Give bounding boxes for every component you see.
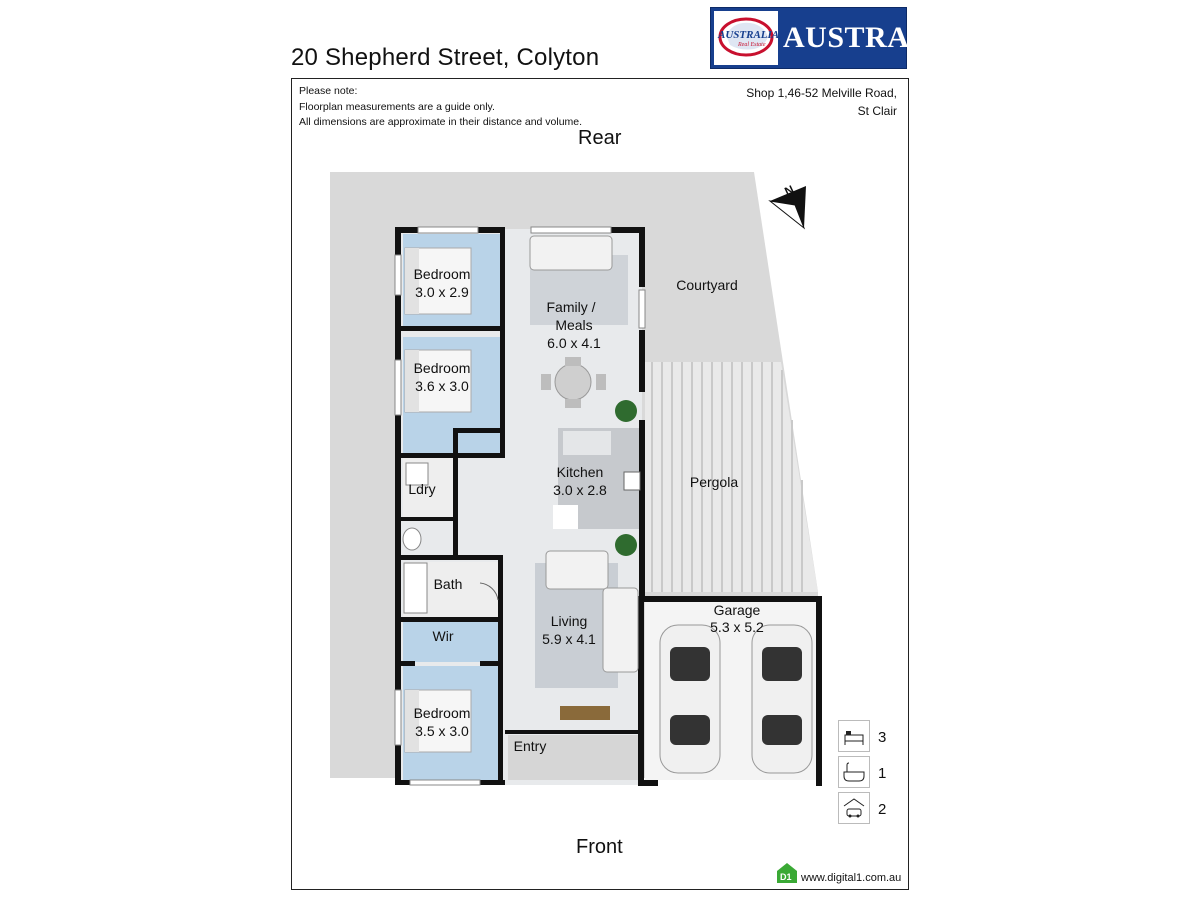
- website-link[interactable]: www.digital1.com.au: [801, 872, 902, 884]
- bed-furniture: [404, 247, 472, 753]
- windows: [394, 226, 646, 786]
- logo-wordmark: AUSTRALIAN: [783, 21, 987, 54]
- bedroom-2-name: Bedroom: [414, 360, 471, 376]
- logo-badge-subtext: Real Estate: [738, 42, 766, 48]
- fridge-space: [553, 505, 578, 529]
- logo-map-icon: [718, 17, 774, 57]
- car-icon: [838, 792, 870, 824]
- note-line-1: Please note:: [299, 85, 358, 97]
- property-address: 20 Shepherd Street, Colyton: [291, 44, 600, 71]
- family-size: 6.0 x 4.1: [547, 335, 601, 351]
- sofas: [529, 235, 639, 673]
- family-name-1: Family /: [547, 299, 596, 315]
- courtyard-label: Courtyard: [676, 277, 737, 293]
- entry-label: Entry: [514, 738, 547, 754]
- bedroom-2-size: 3.6 x 3.0: [415, 378, 469, 394]
- agency-address: Shop 1,46-52 Melville Road, St Clair: [746, 84, 897, 120]
- wir-floor: [403, 622, 500, 662]
- bedroom-3-size: 3.5 x 3.0: [415, 723, 469, 739]
- entry-floor: [508, 735, 638, 780]
- agency-address-line-2: St Clair: [857, 104, 897, 118]
- garage-name: Garage: [714, 602, 761, 618]
- bedroom-1-size: 3.0 x 2.9: [415, 284, 469, 300]
- bedroom-count: 3: [878, 729, 887, 746]
- kitchen-island: [563, 431, 611, 455]
- front-label: Front: [576, 836, 623, 858]
- note-line-3: All dimensions are approximate in their …: [299, 116, 583, 128]
- wir-label: Wir: [433, 628, 454, 644]
- bathroom-count: 1: [878, 765, 887, 782]
- logo-badge-text: AUSTRALIAN: [718, 29, 788, 41]
- digital1-logo: D1: [776, 862, 798, 884]
- rear-label: Rear: [578, 127, 622, 149]
- pergola-label: Pergola: [690, 474, 738, 490]
- agency-logo: AUSTRALIAN Real Estate AUSTRALIAN: [710, 7, 986, 69]
- bed-icon: [838, 720, 870, 752]
- pergola-area: [645, 362, 818, 592]
- north-arrow-icon: N: [768, 182, 806, 230]
- digital1-logo-text: D1: [780, 872, 792, 882]
- dining-table: [541, 357, 606, 408]
- kitchen-name: Kitchen: [557, 464, 604, 480]
- disclaimer-note: Please note: Floorplan measurements are …: [299, 84, 582, 131]
- plan-frame: [291, 78, 909, 890]
- living-size: 5.9 x 4.1: [542, 631, 596, 647]
- walls: [395, 227, 822, 786]
- garage-size: 5.3 x 5.2: [710, 619, 764, 635]
- bath-fixtures: [402, 462, 499, 614]
- bedroom-1-name: Bedroom: [414, 266, 471, 282]
- laundry-label: Ldry: [408, 481, 435, 497]
- agency-address-line-1: Shop 1,46-52 Melville Road,: [746, 86, 897, 100]
- living-name: Living: [551, 613, 588, 629]
- garage-count: 2: [878, 801, 887, 818]
- cars: [659, 624, 813, 774]
- family-name-2: Meals: [555, 317, 592, 333]
- note-line-2: Floorplan measurements are a guide only.: [299, 100, 495, 113]
- bath-icon: [838, 756, 870, 788]
- logo-badge: AUSTRALIAN Real Estate: [714, 11, 787, 65]
- tv-unit: [560, 706, 610, 720]
- cooktop: [623, 471, 641, 491]
- bath-label: Bath: [434, 576, 463, 592]
- kitchen-size: 3.0 x 2.8: [553, 482, 607, 498]
- bedroom-3-name: Bedroom: [414, 705, 471, 721]
- plants: [615, 400, 637, 556]
